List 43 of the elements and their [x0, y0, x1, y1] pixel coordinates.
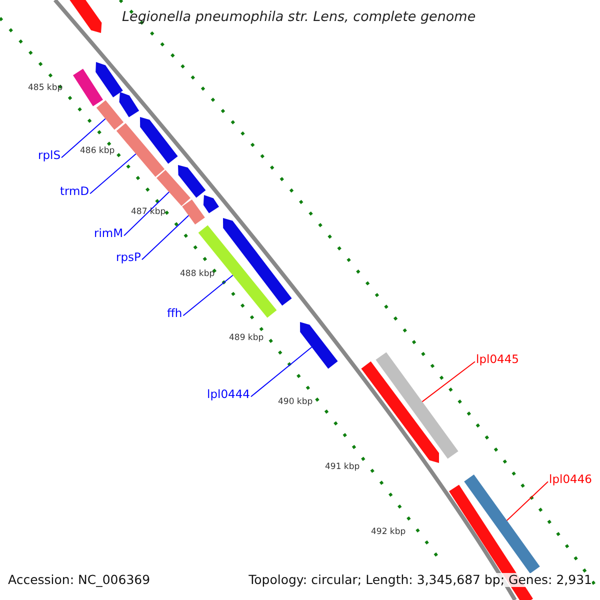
leader-line: [506, 481, 548, 521]
footer-text: Accession: NC_006369: [8, 573, 150, 587]
scale-label: 488 kbp: [180, 270, 215, 280]
gene-feature: [116, 123, 165, 177]
leader-line: [124, 192, 170, 236]
gene-feature: [96, 100, 124, 130]
leader-line: [250, 346, 312, 398]
gene-label: rimM: [94, 227, 124, 240]
gene-feature: [96, 62, 123, 98]
gene-feature: [119, 92, 140, 118]
scale-label: 489 kbp: [229, 334, 264, 344]
leader-line: [422, 361, 476, 402]
scale-label: 485 kbp: [28, 84, 63, 94]
gene-feature: [198, 225, 277, 318]
gene-feature: [140, 117, 178, 164]
gene-label: lpl0444: [207, 388, 250, 401]
scale-label: 491 kbp: [325, 463, 360, 472]
gene-feature: [464, 474, 540, 574]
gene-feature: [300, 322, 338, 369]
gene-feature: [182, 200, 205, 224]
scale-label: 490 kbp: [278, 398, 313, 408]
gene-feature: [376, 352, 458, 459]
title: Legionella pneumophila str. Lens, complete genome: [122, 10, 476, 25]
gene-feature: [156, 170, 190, 206]
gene-label: trmD: [60, 185, 90, 198]
gene-label: lpl0446: [549, 473, 592, 486]
footer-text: Topology: circular; Length: 3,345,687 bp; Genes: 2,931: [248, 573, 592, 587]
scale-label: 486 kbp: [80, 147, 115, 156]
scale-label: 492 kbp: [371, 528, 406, 538]
scale-label: 487 kbp: [131, 208, 166, 218]
gene-label: ffh: [167, 307, 182, 320]
gene-feature: [223, 218, 292, 306]
gene-feature: [73, 68, 103, 106]
gene-feature: [178, 165, 206, 198]
gene-label: rplS: [38, 149, 61, 162]
gene-label: rpsP: [116, 251, 141, 264]
leader-line: [141, 215, 190, 260]
gene-feature: [203, 195, 219, 214]
leader-line: [182, 274, 234, 316]
gene-feature: [361, 361, 439, 463]
leader-line: [61, 118, 106, 158]
leader-line: [90, 153, 136, 194]
gene-label: lpl0445: [476, 353, 519, 366]
